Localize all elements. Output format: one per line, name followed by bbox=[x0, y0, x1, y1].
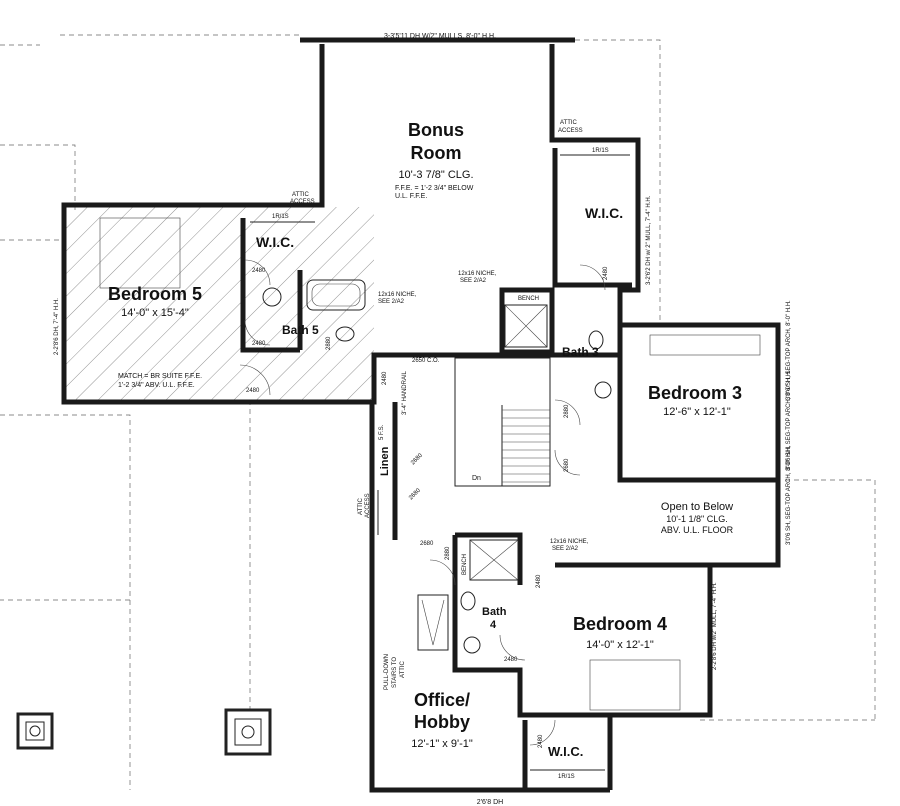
roof-outline bbox=[0, 34, 876, 790]
pier-left bbox=[16, 712, 54, 750]
bathtub bbox=[306, 279, 366, 311]
attic-left-1: ATTIC bbox=[292, 192, 310, 198]
linen-label: Linen bbox=[379, 446, 391, 476]
bedroom5-note-2: 1'-2 3/4" ABV. U.L. F.F.E. bbox=[118, 382, 195, 389]
bonus-room-name-1: Bonus bbox=[408, 120, 464, 140]
pulldown-3: ATTIC bbox=[400, 660, 406, 678]
bath4-name-2: 4 bbox=[490, 619, 497, 631]
bath4-bench: BENCH bbox=[462, 554, 468, 575]
bedroom3-window-2: 3'0'6 SH, SEG-TOP ARCH, 8'-0" H.H. bbox=[786, 370, 792, 470]
bedroom5-name: Bedroom 5 bbox=[108, 284, 202, 304]
wic4-shelf: 1R/1S bbox=[558, 774, 575, 780]
window-top-label: 3-3'5'11 DH W/2" MULLS, 8'-0" H.H. bbox=[384, 33, 496, 40]
bedroom5-hatch bbox=[64, 207, 374, 402]
bath4-name-1: Bath bbox=[482, 606, 507, 618]
bath4-toilet bbox=[460, 591, 476, 611]
staircase bbox=[454, 357, 551, 487]
door-label: 2880 bbox=[564, 404, 570, 418]
door-label: 2680 bbox=[410, 452, 424, 466]
bath3-toilet bbox=[588, 330, 604, 350]
co-label: 2650 C.O. bbox=[412, 358, 440, 364]
bedroom4-name: Bedroom 4 bbox=[573, 614, 667, 634]
door-label: 2880 bbox=[326, 336, 332, 350]
attic-left-2: ACCESS bbox=[290, 199, 315, 205]
door-label: 2680 bbox=[420, 541, 434, 547]
attic-vert-1: ATTIC bbox=[358, 497, 364, 515]
fs-label: 5 F.S. bbox=[379, 424, 385, 440]
bedroom3-window-1: 3'0'6 SH, SEG-TOP ARCH, 8'-0" H.H. bbox=[786, 300, 792, 400]
wic-right-shelf: 1R/1S bbox=[592, 148, 609, 154]
bath5-sink bbox=[262, 287, 282, 307]
pulldown-stairs bbox=[417, 594, 449, 651]
open-below-3: ABV. U.L. FLOOR bbox=[661, 525, 734, 535]
stair-note: 3'-4" HANDRAIL bbox=[402, 370, 408, 415]
bedroom4-window: 2-2'8'6 DH w/2" MULL, 7'-4" H.H. bbox=[712, 582, 718, 670]
pulldown-2: STAIRS TO bbox=[392, 657, 398, 688]
door-label: 2680 bbox=[408, 487, 422, 501]
open-below-2: 10'-1 1/8" CLG. bbox=[666, 514, 727, 524]
bath5-niche-1: 12x16 NICHE, bbox=[378, 292, 417, 298]
bedroom4-dims: 14'-0" x 12'-1" bbox=[586, 639, 654, 651]
bath3-shower bbox=[504, 304, 548, 348]
niche-bath4-2: SEE 2/A2 bbox=[552, 546, 579, 552]
bath4-shower bbox=[469, 539, 519, 581]
bedroom4-bed bbox=[589, 659, 681, 711]
wic4-name: W.I.C. bbox=[548, 744, 583, 759]
open-below-1: Open to Below bbox=[661, 501, 733, 513]
bedroom3-bed bbox=[649, 334, 761, 356]
office-name-1: Office/ bbox=[414, 690, 470, 710]
niche-center-1: 12x16 NICHE, bbox=[458, 271, 497, 277]
window-bottom-label: 2'6'8 DH bbox=[477, 799, 503, 806]
bath5-niche-2: SEE 2/A2 bbox=[378, 299, 405, 305]
attic-right-2: ACCESS bbox=[558, 128, 583, 134]
wic-right-window: 3-2'6'2 DH w/ 2" MULL, 7'-4" H.H. bbox=[646, 195, 652, 285]
door-label: 2480 bbox=[504, 657, 518, 663]
door-label: 2480 bbox=[538, 734, 544, 748]
niche-center-2: SEE 2/A2 bbox=[460, 278, 487, 284]
door-label: 2880 bbox=[445, 546, 451, 560]
door-label: 2680 bbox=[564, 458, 570, 472]
bedroom5-window: 2-2'8'6 DH, 7'-4" H.H. bbox=[54, 298, 60, 355]
bedroom5-note-1: MATCH = BR SUITE F.F.E. bbox=[118, 373, 202, 380]
bonus-room-clg: 10'-3 7/8" CLG. bbox=[398, 169, 473, 181]
pulldown-1: PULL-DOWN bbox=[384, 654, 390, 690]
bedroom3-dims: 12'-6" x 12'-1" bbox=[663, 406, 731, 418]
bonus-ffe-2: U.L. F.F.E. bbox=[395, 193, 427, 200]
stair-dn-label: Dn bbox=[472, 475, 481, 482]
office-name-2: Hobby bbox=[414, 712, 470, 732]
bath5-name: Bath 5 bbox=[282, 323, 319, 337]
bedroom3-name: Bedroom 3 bbox=[648, 383, 742, 403]
bath3-sink bbox=[594, 381, 612, 399]
attic-vert-2: ACCESS bbox=[365, 493, 371, 518]
wic-right-name: W.I.C. bbox=[585, 205, 623, 221]
door-swings bbox=[239, 259, 606, 746]
bedroom5-bed bbox=[99, 217, 181, 289]
door-label: 2480 bbox=[252, 268, 266, 274]
wic5-shelf: 1R/1S bbox=[272, 214, 289, 220]
door-label: 2480 bbox=[382, 371, 388, 385]
bonus-room-name-2: Room bbox=[411, 143, 462, 163]
door-label: 2480 bbox=[252, 341, 266, 347]
walls bbox=[61, 37, 781, 793]
bedroom5-dims: 14'-0" x 15'-4" bbox=[121, 307, 189, 319]
bonus-ffe-1: F.F.E. = 1'-2 3/4" BELOW bbox=[395, 185, 474, 192]
bath5-toilet bbox=[335, 326, 355, 342]
wic5-name: W.I.C. bbox=[256, 234, 294, 250]
bench-label: BENCH bbox=[518, 296, 539, 302]
open-below-window: 3'0'6 SH, SEG-TOP ARCH, 8'-0" H.H. bbox=[786, 445, 792, 545]
attic-right-1: ATTIC bbox=[560, 120, 578, 126]
niche-bath4-1: 12x16 NICHE, bbox=[550, 539, 589, 545]
door-label: 2480 bbox=[536, 574, 542, 588]
office-dims: 12'-1" x 9'-1" bbox=[411, 738, 473, 750]
bath4-sink bbox=[463, 636, 481, 654]
door-label: 2480 bbox=[246, 388, 260, 394]
door-label: 2480 bbox=[603, 266, 609, 280]
bath3-name: Bath 3 bbox=[562, 345, 599, 359]
pier-right bbox=[224, 708, 272, 756]
